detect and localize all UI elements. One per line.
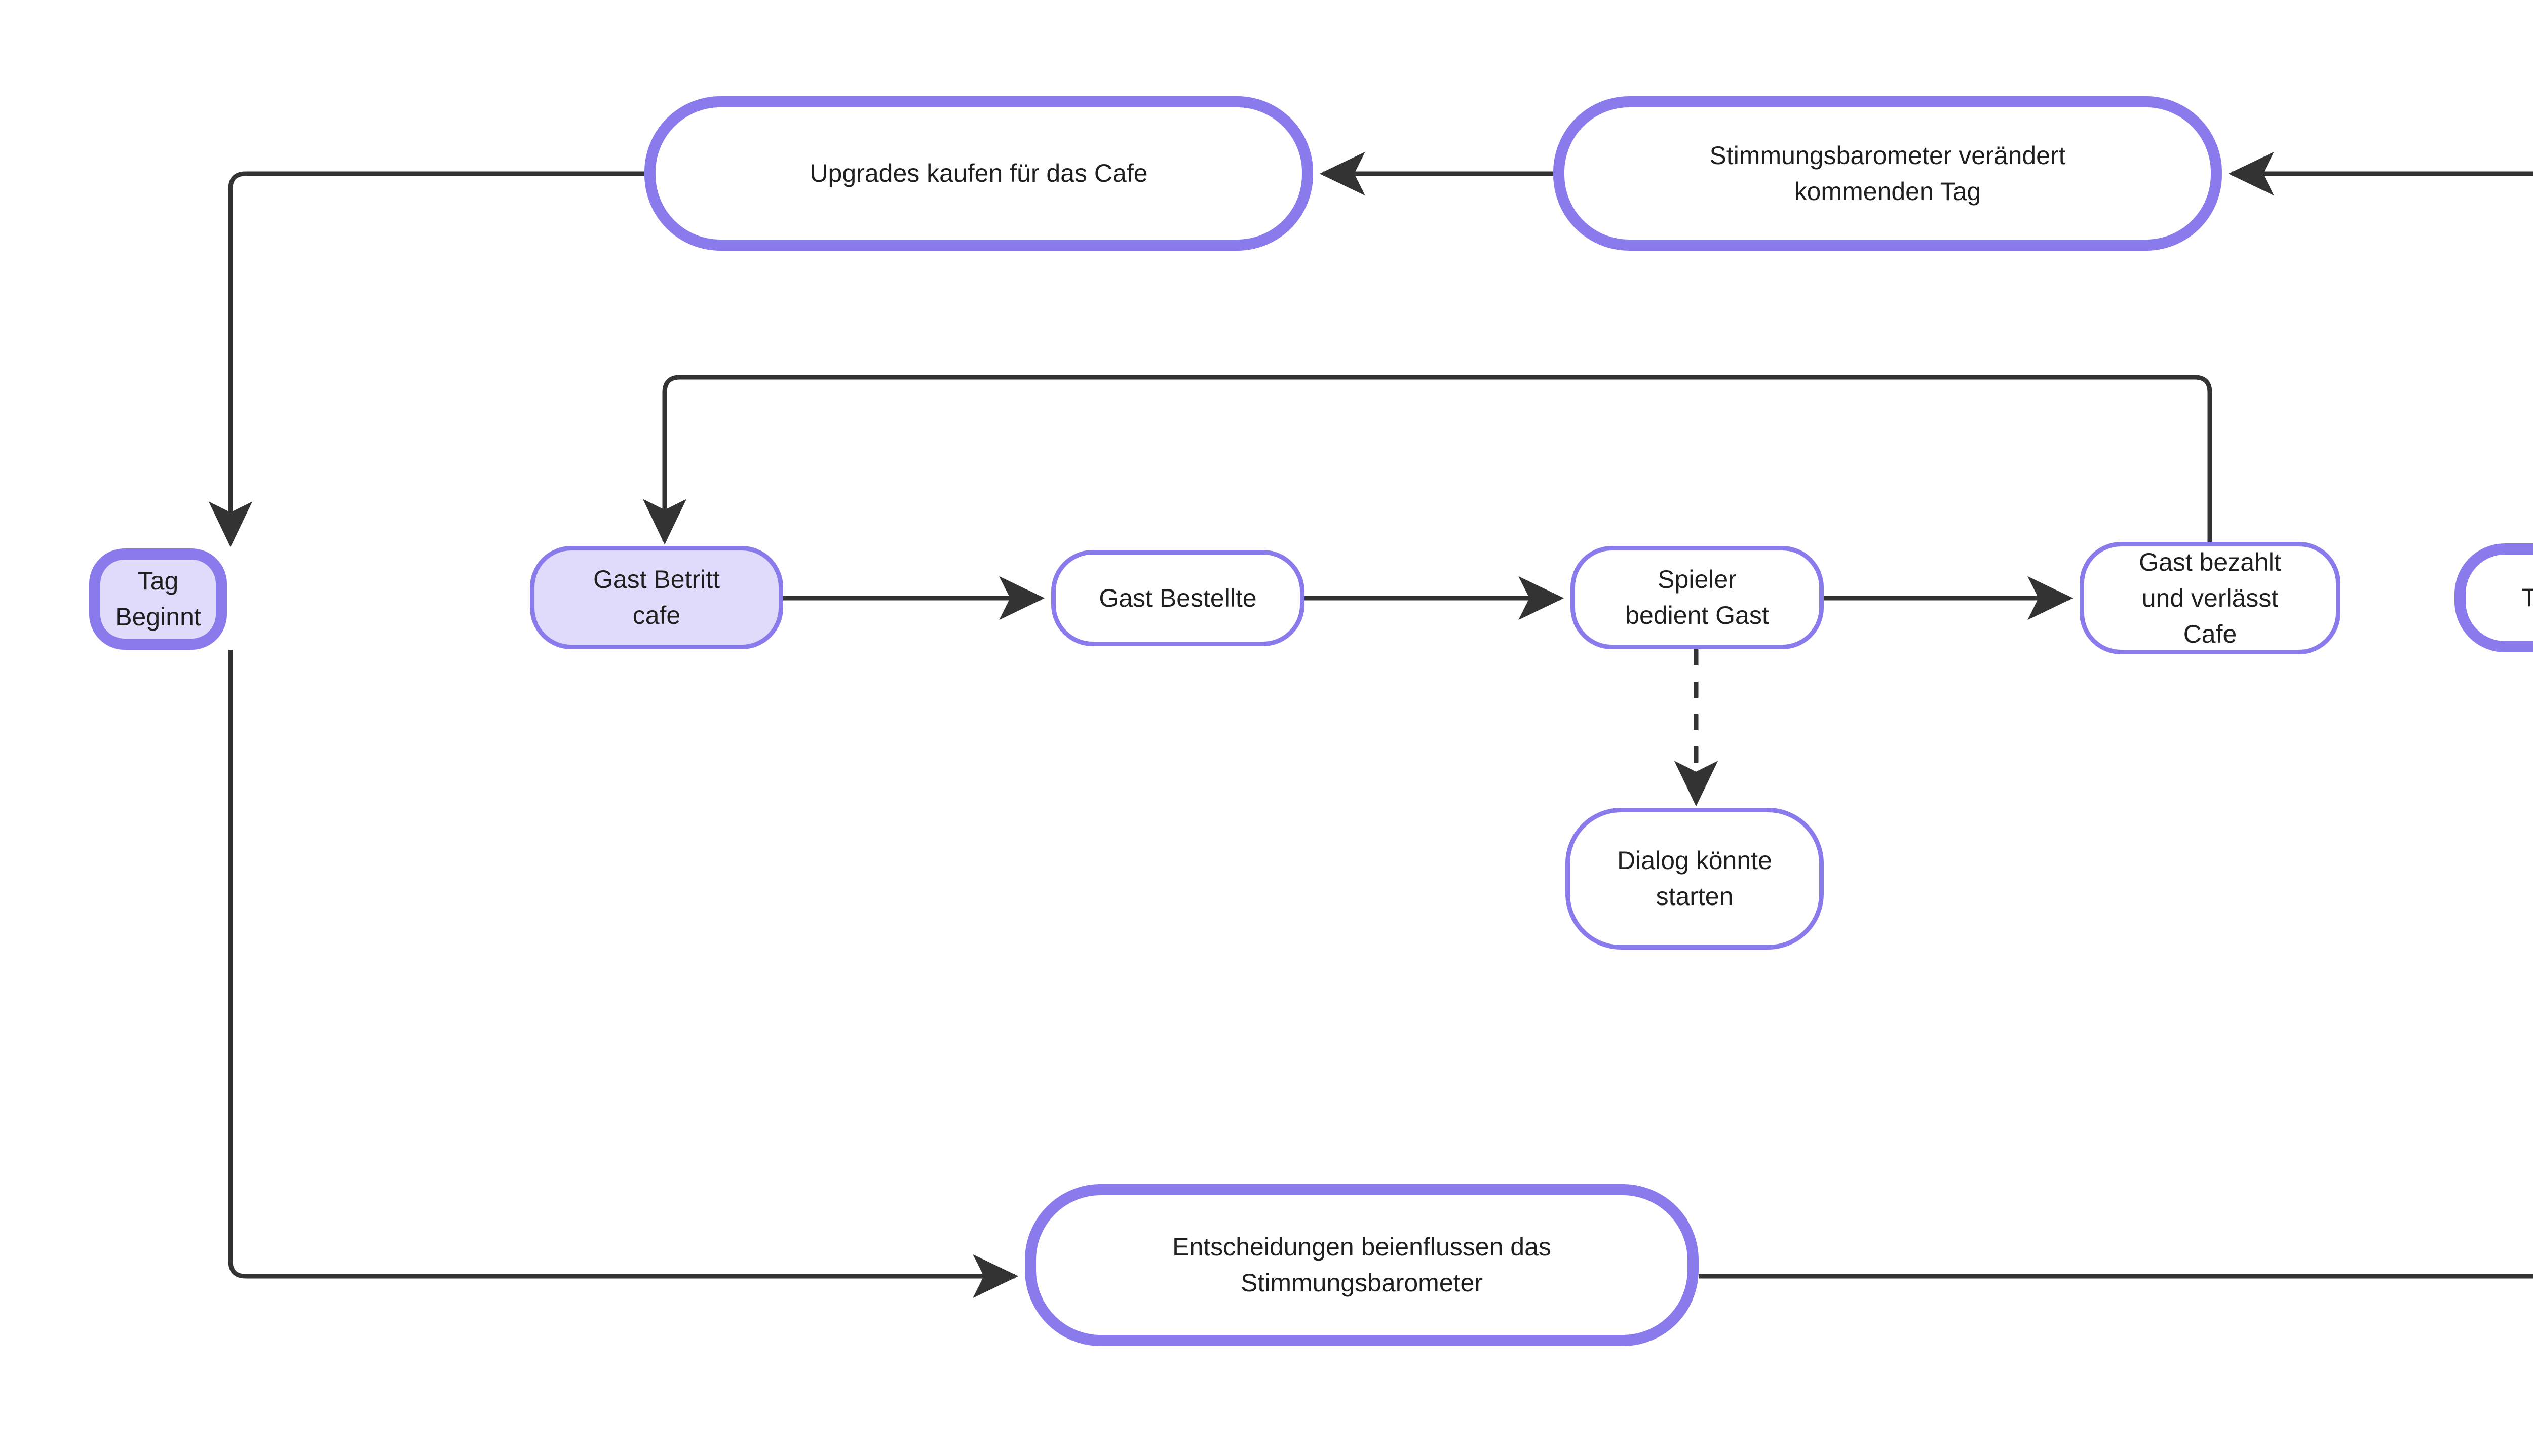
node-entscheidungen-beeinflussen[interactable]: Entscheidungen beienflussen das Stimmung… xyxy=(1025,1184,1699,1346)
node-label: Gast bezahlt und verlässt Cafe xyxy=(2139,547,2281,648)
node-label: Entscheidungen beienflussen das Stimmung… xyxy=(1172,1233,1551,1297)
edge-gast-bezahlt-to-gast-betritt xyxy=(642,375,2212,545)
edge-tag-endet-to-stimmungsbarometer xyxy=(2228,151,2533,196)
node-label: Spieler bedient Gast xyxy=(1625,565,1769,629)
node-label: Dialog könnte starten xyxy=(1617,846,1772,911)
node-gast-bestellte[interactable]: Gast Bestellte xyxy=(1051,550,1304,646)
node-spieler-bedient-gast[interactable]: Spieler bedient Gast xyxy=(1570,546,1824,649)
edge-tag-beginnt-to-entscheidungen xyxy=(228,650,1019,1298)
node-label: Tag Endet xyxy=(2521,583,2533,612)
node-label: Tag Beginnt xyxy=(115,567,201,631)
node-gast-betritt-cafe[interactable]: Gast Betritt cafe xyxy=(530,546,783,649)
node-tag-beginnt[interactable]: Tag Beginnt xyxy=(89,548,227,650)
edge-upgrades-to-tag-beginnt xyxy=(208,171,644,547)
node-label: Gast Betritt cafe xyxy=(593,565,720,629)
node-label: Gast Bestellte xyxy=(1099,583,1257,612)
node-gast-bezahlt-verlaesst-cafe[interactable]: Gast bezahlt und verlässt Cafe xyxy=(2080,542,2340,654)
node-label: Upgrades kaufen für das Cafe xyxy=(810,159,1148,187)
node-stimmungsbarometer-veraendert[interactable]: Stimmungsbarometer verändert kommenden T… xyxy=(1553,96,2222,251)
edge-entscheidungen-to-tag-endet xyxy=(1699,1274,2533,1279)
node-dialog-koennte-starten[interactable]: Dialog könnte starten xyxy=(1565,808,1824,950)
node-upgrades-kaufen[interactable]: Upgrades kaufen für das Cafe xyxy=(644,96,1313,251)
node-label: Stimmungsbarometer verändert kommenden T… xyxy=(1709,141,2066,206)
